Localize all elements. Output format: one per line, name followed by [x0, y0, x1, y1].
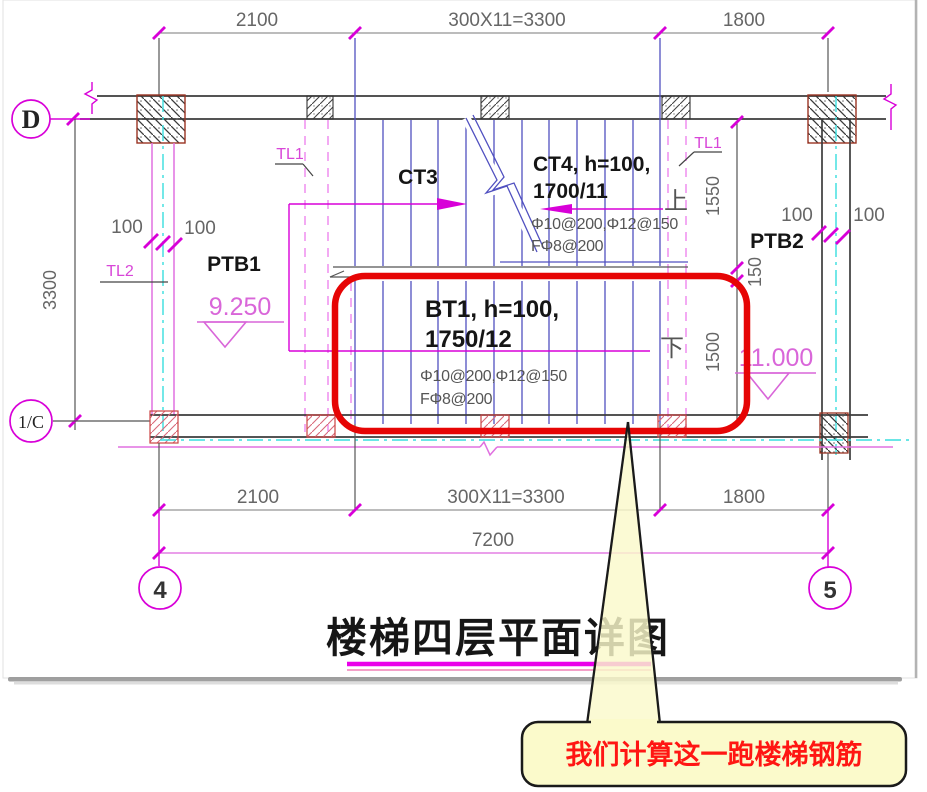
- left-side: 3300 100 100 TL2 PTB1 9.250: [40, 96, 284, 440]
- callout-pointer-edge-left: [585, 421, 630, 725]
- grid-label-4: 4: [153, 577, 167, 604]
- tl1-right-text: TL1: [694, 135, 722, 152]
- beam-label-tl1-left: TL1: [275, 146, 314, 177]
- columns-top: [136, 94, 857, 144]
- elevation-right-value: 11.000: [739, 344, 814, 372]
- ct4-dist-rebar: FΦ8@200: [531, 238, 604, 255]
- dim-total-7200: 7200: [472, 530, 514, 551]
- panel-bottom-shadow-soft: [14, 682, 898, 685]
- callout-pointer-fill: [587, 422, 660, 724]
- callout-balloon: [520, 720, 908, 788]
- grid-bubble-4: 4: [138, 566, 182, 610]
- stair-flight-upper: [354, 38, 661, 266]
- offset-right-1: 100: [781, 205, 813, 226]
- dim-left-3300: 3300: [40, 270, 60, 310]
- ct4-title: CT4, h=100,: [533, 153, 650, 176]
- bt1-rebar: Φ10@200,Φ12@150: [420, 368, 567, 385]
- dim-top-3: 1800: [723, 10, 765, 31]
- slab-label-ptb2: PTB2: [750, 230, 804, 253]
- offset-left-2: 100: [184, 218, 216, 239]
- column: [136, 94, 186, 144]
- dim-right-150: 150: [745, 257, 765, 287]
- flight-label-ct3: CT3: [398, 166, 438, 189]
- elevation-left: 9.250: [197, 293, 284, 349]
- flight-annotation-ct4: CT4, h=100, 1700/11 Φ10@200,Φ12@150 FΦ8@…: [531, 153, 679, 255]
- offset-left-1: 100: [111, 217, 143, 238]
- grid-label-D: D: [22, 105, 41, 134]
- dimension-row-top: 2100 300X11=3300 1800: [152, 10, 835, 96]
- arrow-head-ct3: [437, 198, 467, 210]
- stair-direction-paths: [288, 198, 663, 352]
- column: [306, 414, 336, 438]
- panel-bottom-shadow: [8, 677, 902, 682]
- dim-right-1500: 1500: [703, 332, 723, 372]
- arrow-head-ct4: [540, 204, 572, 214]
- ct4-sub: 1700/11: [533, 180, 608, 203]
- column: [807, 94, 857, 144]
- flight-annotation-bt1: BT1, h=100, 1750/12 Φ10@200,Φ12@150 FΦ8@…: [420, 296, 568, 408]
- column: [149, 410, 179, 444]
- grid-bubble-5: 5: [808, 566, 852, 610]
- callout: 我们计算这一跑楼梯钢筋: [520, 421, 908, 788]
- column: [661, 95, 691, 120]
- bt1-sub: 1750/12: [425, 326, 512, 353]
- callout-pointer-edge-right: [626, 421, 662, 725]
- bt1-dist-rebar: FΦ8@200: [420, 391, 493, 408]
- callout-text: 我们计算这一跑楼梯钢筋: [566, 739, 863, 771]
- dim-top-2: 300X11=3300: [448, 10, 565, 31]
- direction-down-char: 下: [660, 334, 684, 362]
- beam-label-tl1-right: TL1: [678, 135, 722, 167]
- dim-top-1: 2100: [236, 10, 278, 31]
- column: [306, 95, 334, 120]
- callout-joint-patch: [591, 719, 657, 729]
- break-line: [465, 117, 538, 253]
- stair-flight-lower: [354, 281, 661, 424]
- grid-label-5: 5: [823, 577, 836, 604]
- elevation-left-value: 9.250: [209, 293, 272, 321]
- dim-bottom-3: 1800: [723, 487, 765, 508]
- hidden-beams: [304, 120, 687, 432]
- beam-label-tl2: TL2: [106, 263, 134, 280]
- break-line-2: [472, 114, 545, 250]
- dim-bottom-1: 2100: [237, 487, 279, 508]
- slab-label-ptb1: PTB1: [207, 253, 261, 276]
- highlight-box-bt1: [331, 272, 751, 435]
- column: [480, 95, 510, 120]
- grid-bubble-1C: 1/C: [9, 399, 150, 443]
- dim-bottom-2: 300X11=3300: [447, 487, 564, 508]
- bt1-title: BT1, h=100,: [425, 296, 559, 323]
- ct4-rebar: Φ10@200,Φ12@150: [531, 216, 678, 233]
- dim-right-1550: 1550: [703, 176, 723, 216]
- offset-right-2: 100: [853, 205, 885, 226]
- direction-up-char: 上: [664, 187, 688, 215]
- grid-label-1C: 1/C: [18, 412, 44, 432]
- dimension-rows-bottom: 2100 300X11=3300 1800 7200: [152, 424, 835, 567]
- grid-bubble-D: D: [11, 99, 51, 139]
- tl1-left-text: TL1: [276, 146, 304, 163]
